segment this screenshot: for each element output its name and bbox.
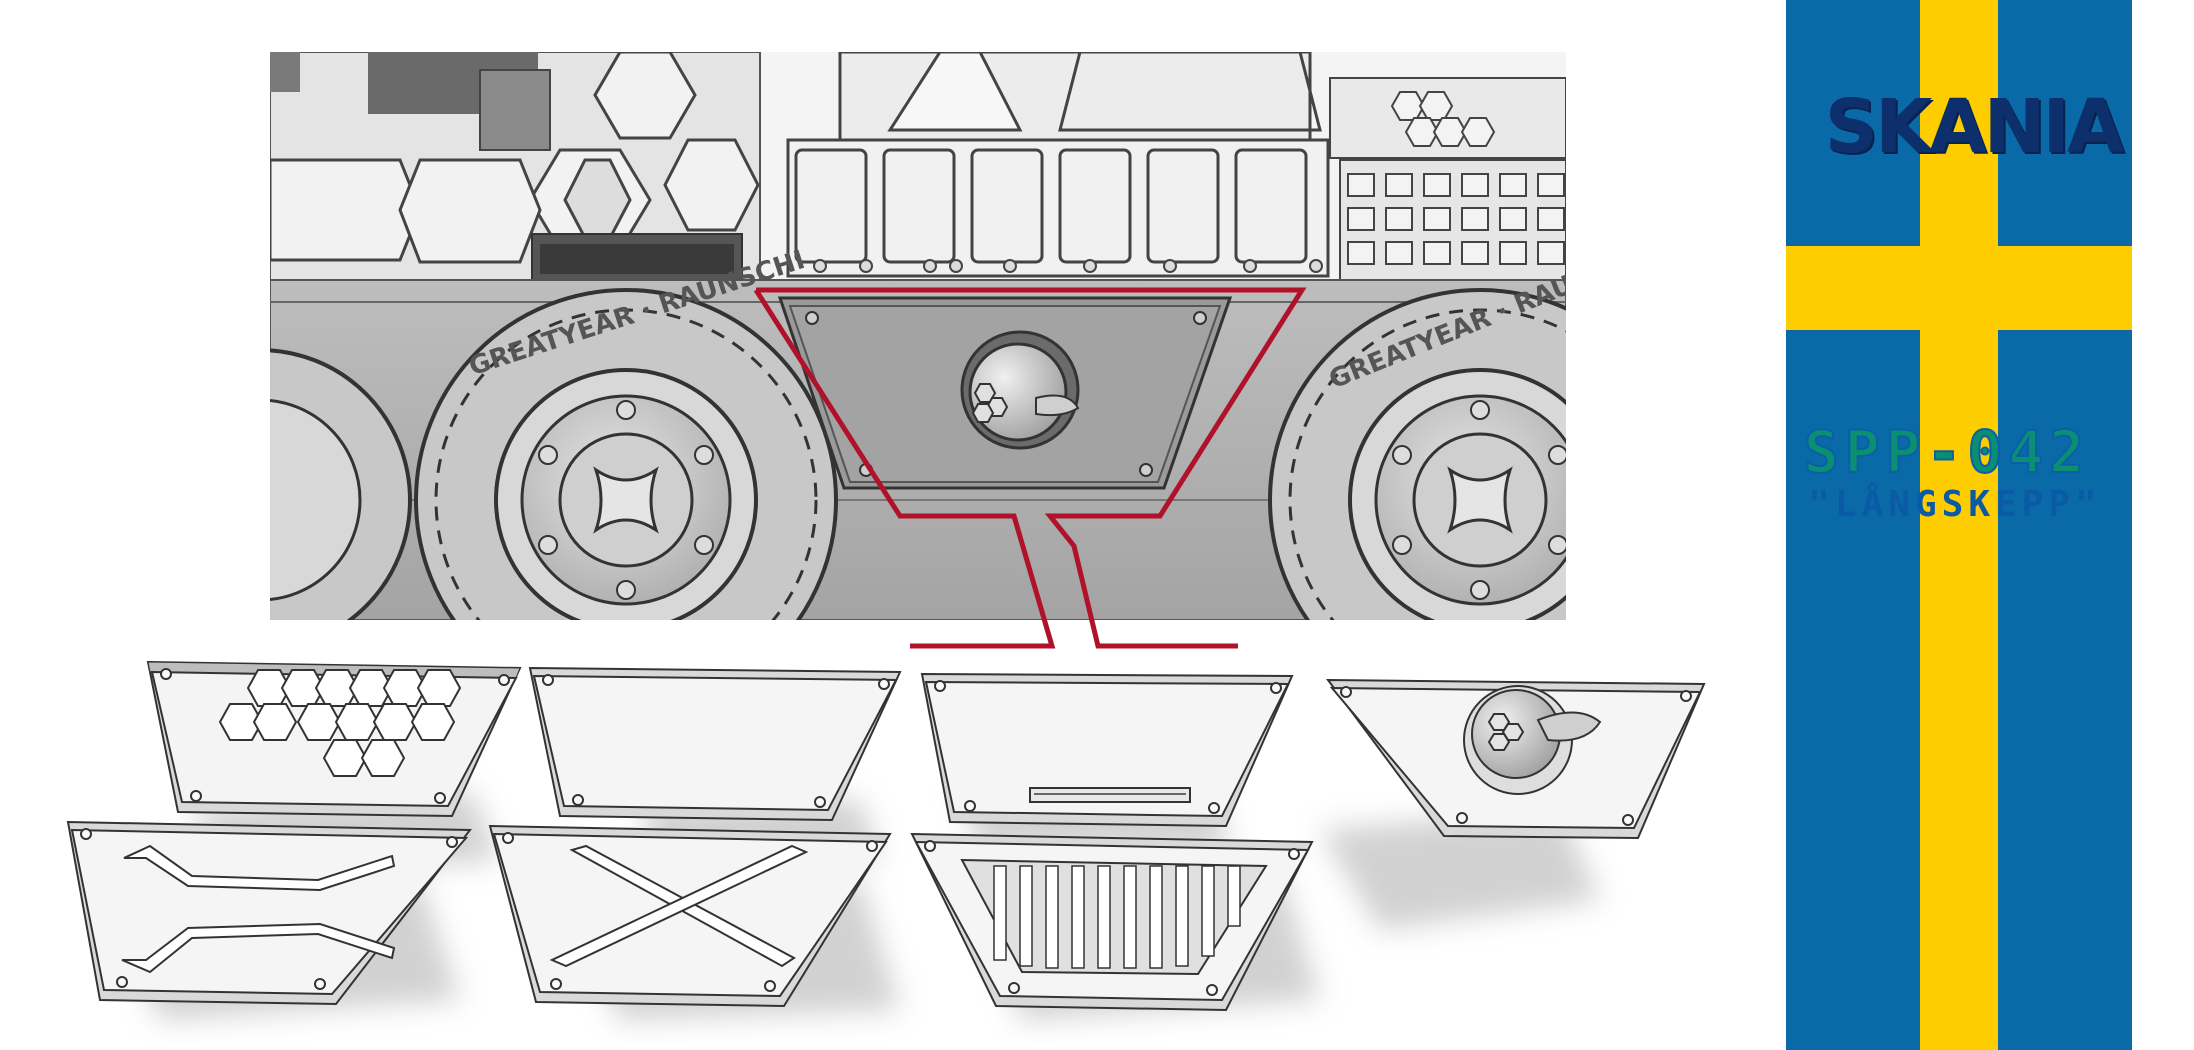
flag-cross-vertical (1920, 0, 1998, 1050)
panel-hexagon (146, 660, 522, 818)
brand-title: SKANIA (1824, 84, 2125, 170)
panel-grille (910, 832, 1314, 1012)
hull-hexagons (270, 52, 760, 264)
window-grille (786, 138, 1330, 278)
panel-brackets (66, 820, 473, 1006)
window-frame (838, 52, 1322, 146)
vehicle-hatch-panel (777, 296, 1233, 490)
panel-plain (528, 666, 902, 822)
grille-slats (993, 865, 1241, 969)
callout-outline (753, 287, 1307, 649)
model-nickname: "LÅNGSKEPP" (1808, 484, 2102, 525)
swedish-flag (1786, 0, 2132, 1050)
wheel-far-left (270, 348, 412, 620)
model-designation: SPP-042 (1803, 417, 2091, 487)
wheel-left: GREATYEAR · RAUNSCHI (414, 245, 838, 620)
hexagon-cluster (218, 669, 462, 777)
square-grid (1339, 159, 1566, 281)
panel-cross (488, 824, 892, 1008)
small-hexagons (1329, 77, 1566, 159)
vehicle-illustration: GREATYEAR · RAUNSCHI GREATYEAR · RAUN (270, 52, 1566, 620)
flag-cross-horizontal (1786, 246, 2132, 330)
panel-slot (920, 672, 1294, 828)
panel-hatch (1325, 678, 1706, 840)
